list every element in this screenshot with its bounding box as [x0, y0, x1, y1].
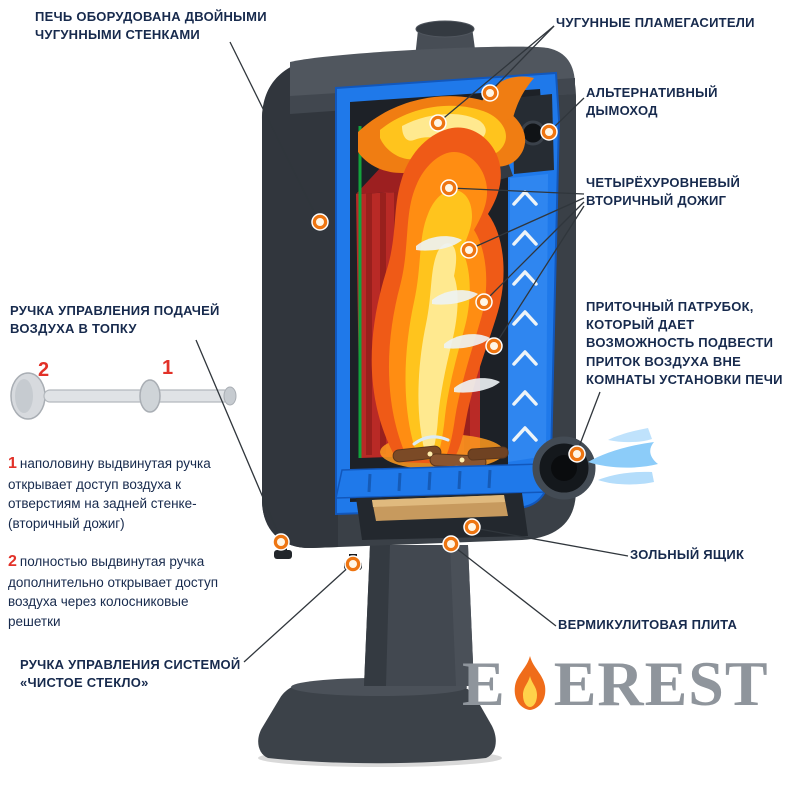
marker-dot: [481, 84, 499, 102]
callout-air-handle: РУЧКА УПРАВЛЕНИЯ ПОДАЧЕЙ ВОЗДУХА В ТОПКУ: [10, 303, 220, 337]
markers: [272, 84, 586, 573]
stove-cutaway-illustration: [258, 20, 658, 767]
pedestal: [258, 545, 502, 767]
marker-dot: [311, 213, 329, 231]
note-1-number: 1: [8, 454, 17, 472]
marker-dot: [463, 518, 481, 536]
callout-double-walls: ПЕЧЬ ОБОРУДОВАНА ДВОЙНЫМИ ЧУГУННЫМИ СТЕН…: [35, 9, 267, 43]
note-2-text: полностью выдвинутая ручка дополнительно…: [8, 553, 219, 629]
handle-position-2-label: 2: [38, 359, 50, 381]
marker-dot: [272, 533, 290, 551]
callout-vermiculite-plate: ВЕРМИКУЛИТОВАЯ ПЛИТА: [558, 617, 738, 632]
marker-dot: [440, 179, 458, 197]
marker-dot: [344, 555, 362, 573]
outside-air-swoosh: [588, 428, 658, 485]
grate: [335, 463, 549, 499]
callout-secondary-afterburn: ЧЕТЫРЁХУРОВНЕВЫЙ ВТОРИЧНЫЙ ДОЖИГ: [586, 175, 741, 209]
note-1-text: наполовину выдвинутая ручка открывает до…: [8, 455, 211, 531]
callout-alt-chimney: АЛЬТЕРНАТИВНЫЙ ДЫМОХОД: [586, 85, 718, 119]
logo-letters-erest: EREST: [553, 648, 769, 720]
marker-dot: [460, 241, 478, 259]
bottom-assembly: [335, 463, 549, 540]
marker-dot: [568, 445, 586, 463]
marker-dot: [475, 293, 493, 311]
handle-position-1-label: 1: [162, 357, 174, 379]
leader-lines: [195, 25, 629, 663]
callout-ash-box: ЗОЛЬНЫЙ ЯЩИК: [630, 547, 745, 562]
note-2-number: 2: [8, 552, 17, 570]
handle-diagram: [10, 372, 237, 420]
logo-letter-e: E: [462, 648, 506, 720]
marker-dot: [540, 123, 558, 141]
marker-dot: [485, 337, 503, 355]
callout-inlet-pipe: ПРИТОЧНЫЙ ПАТРУБОК, КОТОРЫЙ ДАЕТ ВОЗМОЖН…: [586, 299, 783, 387]
logo-flame-icon: [514, 656, 545, 710]
everest-logo: E EREST: [462, 648, 769, 720]
logs: [392, 445, 509, 469]
callout-clean-glass: РУЧКА УПРАВЛЕНИЯ СИСТЕМОЙ «ЧИСТОЕ СТЕКЛО…: [20, 657, 241, 691]
air-channel-arrows: [512, 190, 538, 442]
marker-dot: [442, 535, 460, 553]
right-air-channel: [508, 174, 548, 462]
callout-flame-arresters: ЧУГУННЫЕ ПЛАМЕГАСИТЕЛИ: [556, 15, 755, 30]
marker-dot: [429, 114, 447, 132]
